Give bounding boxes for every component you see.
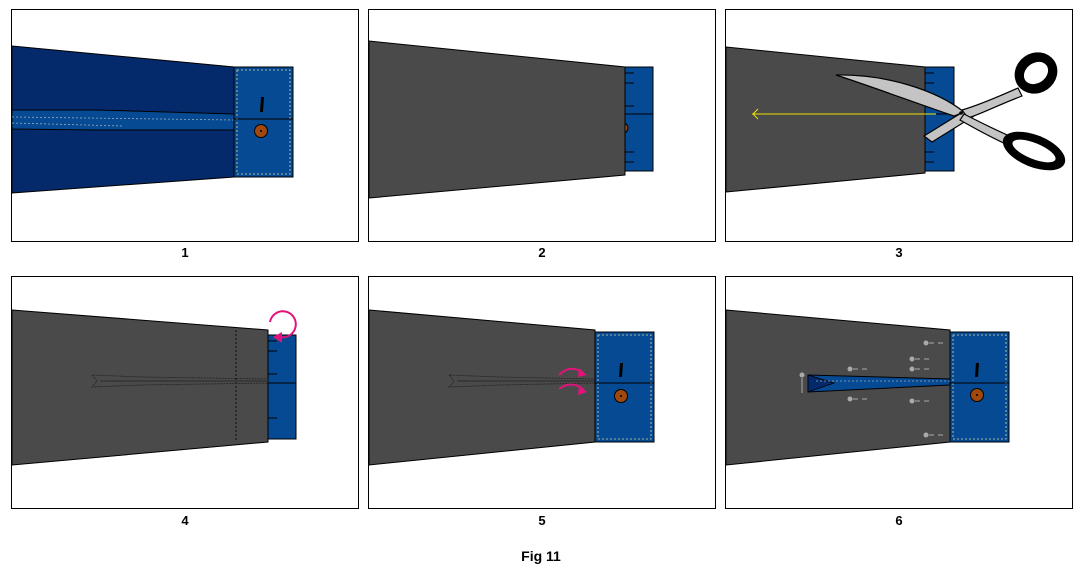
cuff bbox=[949, 331, 1010, 443]
step-5-illustration bbox=[369, 309, 655, 466]
panel-step-3 bbox=[725, 9, 1073, 242]
panel-label-4: 4 bbox=[181, 513, 189, 528]
cuff bbox=[265, 334, 297, 440]
cuff bbox=[921, 66, 955, 172]
panel-label-3: 3 bbox=[895, 245, 903, 260]
buttonhole bbox=[975, 363, 979, 377]
buttonhole bbox=[619, 363, 623, 377]
sleeve bbox=[12, 309, 269, 466]
panel-label-1: 1 bbox=[181, 245, 189, 260]
panel-step-2 bbox=[368, 9, 716, 242]
buttonhole bbox=[260, 97, 264, 112]
panel-step-4 bbox=[11, 276, 359, 509]
fold-arrow bbox=[269, 310, 297, 339]
panel-step-5 bbox=[368, 276, 716, 509]
placket-opening bbox=[12, 109, 235, 131]
panel-step-1 bbox=[11, 9, 359, 242]
scissors-icon bbox=[835, 52, 1066, 171]
placket-outline bbox=[448, 374, 596, 388]
step-3-illustration bbox=[726, 46, 1066, 193]
panel-step-6 bbox=[725, 276, 1073, 509]
panel-label-6: 6 bbox=[895, 513, 903, 528]
figure-caption: Fig 11 bbox=[521, 548, 561, 564]
step-6-illustration bbox=[726, 309, 1010, 466]
step-1-illustration bbox=[12, 45, 294, 194]
panel-label-2: 2 bbox=[538, 245, 546, 260]
placket-outline bbox=[91, 374, 269, 388]
sleeve bbox=[369, 40, 626, 199]
pin-icon bbox=[799, 340, 944, 438]
panel-label-5: 5 bbox=[538, 513, 546, 528]
step-4-illustration bbox=[12, 309, 297, 466]
cuff bbox=[594, 331, 655, 443]
cuff bbox=[233, 66, 294, 178]
sleeve bbox=[726, 46, 926, 193]
step-2-illustration bbox=[369, 40, 654, 199]
